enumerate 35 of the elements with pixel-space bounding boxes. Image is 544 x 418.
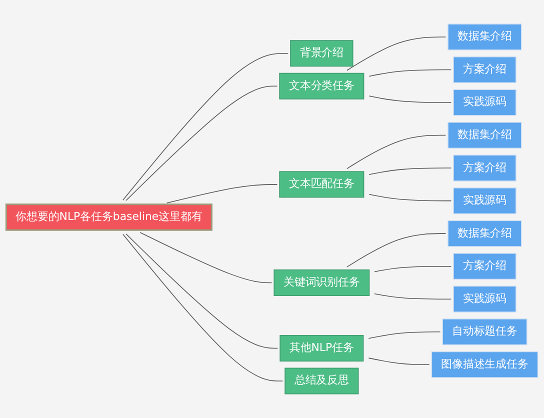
subtopic-box: 数据集介绍 (448, 122, 522, 149)
root-topic-box: 你想要的NLP各任务baseline这里都有 (5, 204, 212, 231)
subtopic-box: 方案介绍 (453, 56, 516, 84)
topic-box: 其他NLP任务 (280, 334, 364, 362)
connector-line (374, 266, 452, 272)
connector-line (368, 96, 452, 103)
connector-line (166, 184, 278, 204)
subtopic-box: 实践源码 (453, 89, 516, 116)
connector-line (368, 331, 441, 339)
topic-box: 文本分类任务 (279, 72, 364, 100)
subtopic-box: 图像描述生成任务 (431, 351, 538, 378)
connector-line (122, 52, 289, 200)
topic-box: 背景介绍 (290, 40, 354, 67)
connector-line (368, 168, 452, 175)
topic-box: 总结及反思 (284, 368, 359, 394)
connector-line (374, 293, 452, 300)
subtopic-box: 自动标题任务 (442, 318, 528, 346)
subtopic-box: 实践源码 (453, 188, 516, 214)
connector-line (122, 234, 284, 382)
connector-line (126, 86, 278, 201)
topic-box: 文本匹配任务 (279, 171, 364, 198)
connector-line (368, 358, 430, 366)
connector-line (368, 194, 452, 202)
subtopic-box: 实践源码 (453, 286, 516, 312)
connector-line (368, 69, 452, 77)
connector-line (346, 134, 446, 170)
connector-line (346, 233, 446, 268)
connector-line (126, 234, 278, 349)
subtopic-box: 数据集介绍 (448, 220, 522, 247)
subtopic-box: 方案介绍 (453, 154, 516, 182)
connector-line (346, 36, 446, 71)
subtopic-box: 方案介绍 (453, 253, 516, 280)
topic-box: 关键词识别任务 (274, 269, 370, 296)
connector-line (140, 232, 272, 284)
subtopic-box: 数据集介绍 (448, 24, 522, 50)
